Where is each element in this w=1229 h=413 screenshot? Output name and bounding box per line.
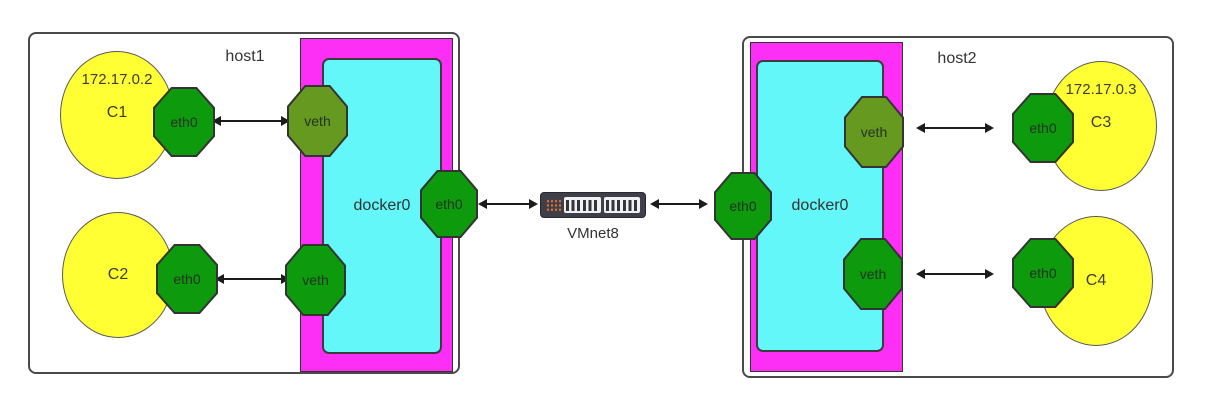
switch-port-group-right-icon xyxy=(603,197,640,213)
c3-eth0-octagon: eth0 xyxy=(1012,93,1074,163)
host1-veth-top-label: veth xyxy=(304,113,331,129)
container-c1-circle: 172.17.0.2 C1 xyxy=(60,51,174,179)
c2-veth-arrow xyxy=(215,273,290,285)
c3-eth0-label: eth0 xyxy=(1029,120,1057,136)
veth-c3-arrow xyxy=(916,122,994,134)
switch-host2-arrow xyxy=(650,198,708,210)
c1-eth0-label: eth0 xyxy=(170,114,198,130)
switch-label: VMnet8 xyxy=(567,225,619,242)
c2-eth0-label: eth0 xyxy=(173,271,201,287)
container-c4-label: C4 xyxy=(1085,272,1107,289)
c4-eth0-octagon: eth0 xyxy=(1012,238,1074,308)
container-c3-ip: 172.17.0.3 xyxy=(1065,81,1137,98)
host1-veth-bottom-octagon: veth xyxy=(285,244,346,316)
host2-veth-top-label: veth xyxy=(860,124,888,140)
switch-port-group-left-icon xyxy=(564,197,601,213)
container-c2-circle: C2 xyxy=(62,212,174,338)
c1-veth-arrow xyxy=(212,115,290,127)
host1-docker0-label: docker0 xyxy=(353,197,411,214)
c1-eth0-octagon: eth0 xyxy=(153,87,215,157)
veth-c4-arrow xyxy=(916,268,994,280)
host2-label: host2 xyxy=(937,50,977,67)
container-c1-label: C1 xyxy=(106,104,128,121)
host1-bridge-eth0-label: eth0 xyxy=(435,196,463,212)
container-c3-label: C3 xyxy=(1090,114,1112,131)
host2-bridge-eth0-octagon: eth0 xyxy=(714,172,772,240)
c2-eth0-octagon: eth0 xyxy=(156,244,218,314)
host2-veth-bottom-label: veth xyxy=(859,266,887,282)
container-c1-ip: 172.17.0.2 xyxy=(81,71,153,88)
c4-eth0-label: eth0 xyxy=(1029,265,1057,281)
host1-bridge-eth0-octagon: eth0 xyxy=(420,170,478,238)
host2-docker0-label: docker0 xyxy=(791,197,849,214)
vmnet8-switch-group: VMnet8 xyxy=(540,192,646,242)
host1-switch-arrow xyxy=(478,198,538,210)
switch-led-grid-icon xyxy=(546,198,561,212)
host2-veth-bottom-octagon: veth xyxy=(843,238,903,310)
host1-veth-bottom-label: veth xyxy=(302,272,329,288)
host2-bridge-eth0-label: eth0 xyxy=(729,198,757,214)
container-c2-label: C2 xyxy=(107,266,129,283)
host2-veth-top-octagon: veth xyxy=(844,96,904,168)
host1-label: host1 xyxy=(225,48,265,65)
host1-veth-top-octagon: veth xyxy=(287,85,348,157)
network-switch-icon xyxy=(540,192,646,218)
